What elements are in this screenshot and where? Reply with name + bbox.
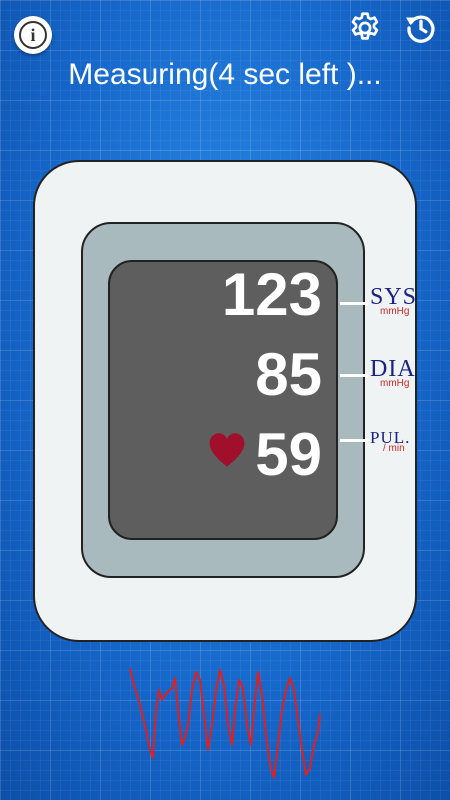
dia-unit: mmHg — [380, 378, 410, 389]
history-icon[interactable] — [403, 10, 439, 46]
pul-label: PUL. — [370, 428, 411, 447]
sys-reading: 123 — [221, 261, 322, 328]
pul-unit: / min — [383, 443, 405, 454]
measuring-status: Measuring(4 sec left )... — [68, 58, 382, 91]
heart-icon — [209, 433, 245, 467]
pulse-reading: 59 — [255, 421, 322, 488]
sys-tick — [340, 302, 368, 305]
pulse-waveform — [129, 667, 321, 779]
pul-tick — [340, 439, 368, 442]
sys-label: SYS — [370, 284, 418, 310]
bp-monitor-screen — [108, 260, 338, 540]
sys-unit: mmHg — [380, 306, 410, 317]
info-button[interactable]: i — [14, 16, 52, 54]
dia-reading: 85 — [255, 341, 322, 408]
dia-label: DIA — [370, 356, 416, 382]
info-icon: i — [19, 21, 47, 49]
dia-tick — [340, 374, 368, 377]
settings-gear-icon[interactable] — [347, 10, 383, 46]
